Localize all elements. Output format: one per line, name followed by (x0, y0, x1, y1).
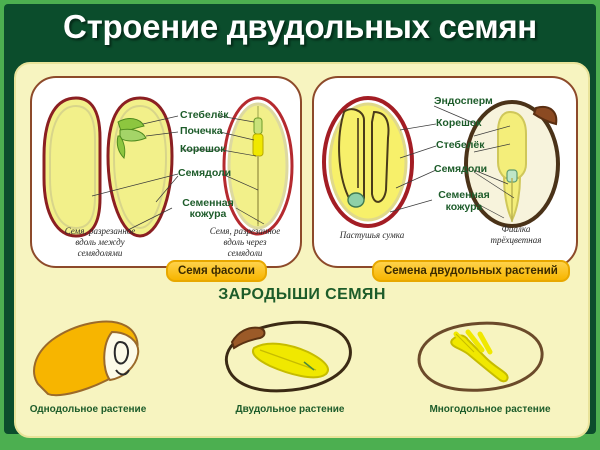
panel-dicot-seeds: Эндосперм Корешок Стебелёк Семядоли Семе… (312, 76, 578, 268)
caption-left-seed: Семя, разрезанное вдоль между семядолями (38, 226, 162, 259)
dicot-embryo (224, 320, 352, 393)
caption-line: Пастушья сумка (339, 230, 405, 240)
caption-line: семядолями (77, 248, 123, 258)
embryo-illustrations (33, 320, 544, 397)
caption-shepherds-purse: Пастушья сумка (318, 230, 426, 241)
caption-line: семядоли (227, 248, 263, 258)
label-radicle: Корешок (436, 117, 482, 129)
caption-line: Семя, разрезанное (64, 226, 136, 236)
label-stem: Стебелёк (436, 139, 485, 151)
leader-lines (91, 115, 265, 231)
shepherds-purse-seed (322, 96, 414, 228)
caption-line: вдоль между (75, 237, 125, 247)
dicot-seeds-illustration (322, 96, 560, 228)
page-title: Строение двудольных семян (63, 8, 537, 45)
embryo-label-dicot: Двудольное растение (235, 404, 345, 415)
label-cotyledons: Семядоли (434, 163, 488, 175)
bean-whole-seed (222, 96, 294, 236)
label-plumule: Почечка (180, 125, 223, 137)
label-seed-coat-line1: Семенная (438, 189, 490, 201)
violet-seed (464, 100, 560, 228)
label-cotyledons: Семядоли (178, 167, 232, 179)
leader-lines (389, 105, 515, 219)
bean-split-seed (42, 96, 174, 238)
monocot-embryo (33, 320, 140, 397)
section-title-embryos: ЗАРОДЫШИ СЕМЯН (218, 286, 386, 303)
label-radicle: Корешок (180, 143, 226, 155)
embryo-label-polycot: Многодольное растение (429, 404, 551, 415)
badge-dicot-seeds: Семена двудольных растений (372, 260, 570, 282)
label-endosperm: Эндосперм (434, 95, 493, 107)
label-seed-coat-line2: кожура (445, 201, 483, 213)
bean-seed-illustration (42, 96, 294, 238)
embryo-label-monocot: Однодольное растение (29, 404, 147, 415)
caption-line: трёхцветная (490, 235, 542, 245)
caption-line: Семя, разрезанное (209, 226, 281, 236)
badge-bean-seed: Семя фасоли (166, 260, 267, 282)
content-board: Стебелёк Почечка Корешок Семядоли Семенн… (14, 62, 590, 438)
panel-bean-seed: Стебелёк Почечка Корешок Семядоли Семенн… (30, 76, 302, 268)
caption-line: Фиалка (501, 224, 531, 234)
caption-violet: Фиалка трёхцветная (464, 224, 568, 246)
polycot-embryo (417, 321, 544, 392)
label-seed-coat-line2: кожура (189, 208, 227, 220)
caption-line: вдоль через (223, 237, 267, 247)
caption-right-seed: Семя, разрезанное вдоль через семядоли (190, 226, 300, 259)
label-stem: Стебелёк (180, 109, 229, 121)
label-seed-coat-line1: Семенная (182, 197, 234, 209)
